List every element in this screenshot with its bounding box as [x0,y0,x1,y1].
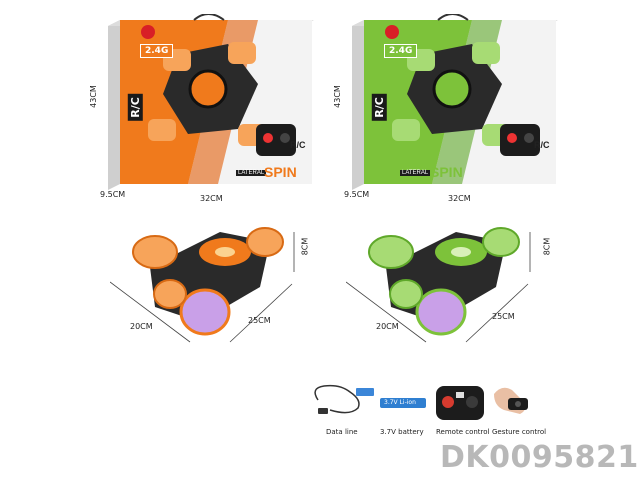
green-rc-badge: R/C [371,94,387,121]
green-car-diagonal-dim: 25CM [492,312,515,321]
gesture-control-image [494,387,528,414]
green-width-dim: 32CM [448,194,471,203]
green-car-image [346,227,531,343]
orange-spin-label: SPIN [264,164,297,180]
green-car-length-dim: 20CM [376,322,399,331]
orange-car-length-dim: 20CM [130,322,153,331]
battery-image [380,398,426,408]
orange-lateral-label: LATERAL [236,170,267,176]
gesture-control-label: Gesture control [492,428,547,436]
product-sku: DK00958214 [440,440,640,475]
orange-car-diagonal-dim: 25CM [248,316,271,325]
green-lateral-label: LATERAL [400,170,431,176]
orange-box-image [108,14,314,190]
remote-control-label: Remote control [436,428,490,436]
green-depth-dim: 9.5CM [344,190,370,199]
battery-label: 3.7V battery [380,428,424,436]
orange-depth-dim: 9.5CM [100,190,126,199]
orange-width-dim: 32CM [200,194,223,203]
battery-tag: 3.7V Li-ion [384,399,416,406]
orange-frequency-badge: 2.4G [140,44,174,58]
orange-rc-badge: R/C [127,94,143,121]
orange-car-image [110,227,295,343]
green-height-dim: 43CM [332,85,342,108]
data-line-label: Data line [326,428,358,436]
green-rc-right: R/C [534,140,550,150]
green-spin-label: SPIN [430,164,463,180]
remote-control-image [436,386,484,420]
orange-height-dim: 43CM [88,85,98,108]
green-car-height-dim: 8CM [542,237,552,256]
green-box-image [352,14,558,190]
green-frequency-badge: 2.4G [384,44,418,58]
usb-cable-image [314,384,374,414]
orange-rc-right: R/C [290,140,306,150]
orange-car-height-dim: 8CM [300,237,310,256]
